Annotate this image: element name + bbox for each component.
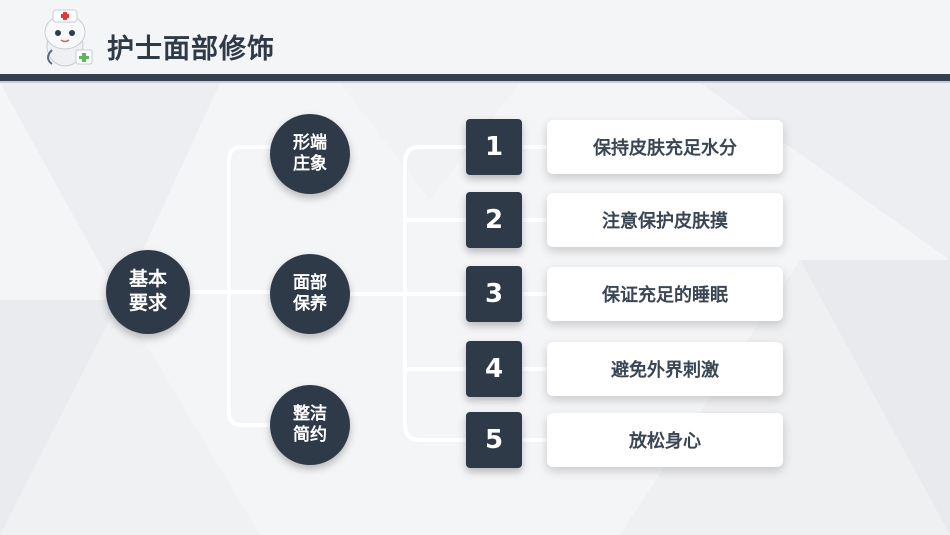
item-card: 避免外界刺激	[547, 342, 783, 396]
root-label-line2: 要求	[128, 292, 167, 314]
item-number-box: 5	[466, 412, 522, 468]
item-card: 注意保护皮肤摸	[547, 193, 783, 247]
branch-label-line2: 简约	[293, 425, 327, 445]
item-card: 保持皮肤充足水分	[547, 120, 783, 174]
item-number-box: 3	[466, 266, 522, 322]
branch-label-line1: 面部	[293, 272, 327, 293]
item-number-box: 1	[466, 119, 522, 175]
branch-label-line1: 形端	[293, 132, 327, 153]
header-divider	[0, 74, 950, 81]
item-card: 放松身心	[547, 413, 783, 467]
branch-node: 面部 保养	[270, 254, 350, 334]
item-number-box: 4	[466, 341, 522, 397]
nurse-mascot-icon	[44, 9, 93, 67]
branch-node: 整洁 简约	[270, 385, 350, 465]
branch-label-line2: 庄象	[293, 154, 327, 174]
branch-label-line1: 整洁	[293, 403, 327, 424]
branch-label-line2: 保养	[293, 294, 327, 314]
item-number-box: 2	[466, 192, 522, 248]
root-node: 基本 要求	[106, 250, 190, 334]
header-divider-light	[0, 81, 950, 83]
branch-node: 形端 庄象	[270, 114, 350, 194]
page-title: 护士面部修饰	[107, 34, 275, 65]
root-label-line1: 基本	[128, 268, 167, 291]
item-card: 保证充足的睡眠	[547, 267, 783, 321]
